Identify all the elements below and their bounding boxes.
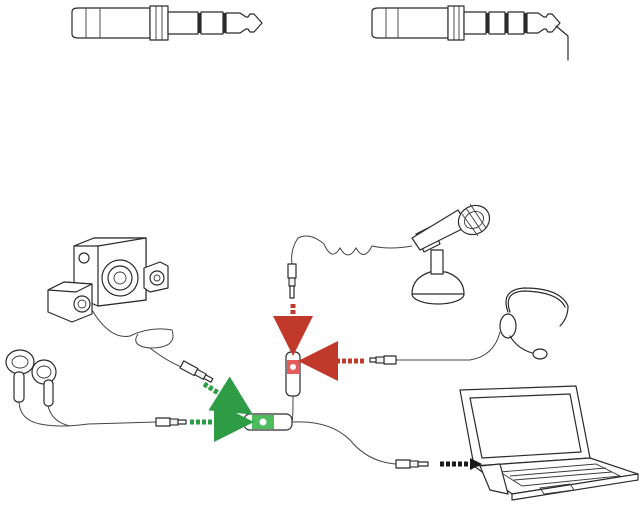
trrs-plug-icon: [371, 5, 569, 61]
green-arrow-speaker: [202, 376, 253, 415]
microphone-icon: [287, 203, 491, 305]
headset-mic-icon: [369, 287, 569, 365]
speaker-icon: [47, 237, 214, 383]
splitter-adapter-icon: [243, 351, 429, 469]
earphone-icon: [5, 349, 187, 427]
trs-plug-icon: [71, 5, 263, 41]
laptop-icon: [459, 385, 639, 501]
black-arrow-laptop: [440, 458, 482, 470]
